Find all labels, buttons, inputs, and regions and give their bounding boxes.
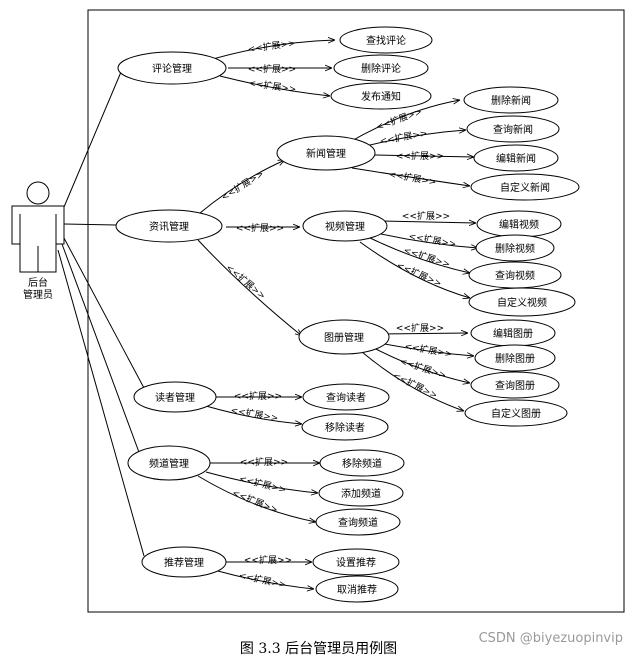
use-case-label: 发布通知 <box>361 90 401 103</box>
actor-body <box>11 205 65 273</box>
use-case-query-news: 查询新闻 <box>466 115 560 143</box>
use-case-label: 编辑新闻 <box>496 152 536 165</box>
use-case-delete-news: 删除新闻 <box>463 86 559 114</box>
use-case-delete-video: 删除视频 <box>475 234 555 262</box>
use-case-label: 自定义图册 <box>491 407 541 420</box>
extend-label: <<扩展>> <box>396 322 444 334</box>
extend-label: <<扩展>> <box>396 150 444 162</box>
extend-label: <<扩展>> <box>224 262 269 302</box>
extend-label: <<扩展>> <box>238 569 288 591</box>
use-case-label: 自定义新闻 <box>500 181 550 194</box>
use-case-edit-album: 编辑图册 <box>470 319 556 347</box>
use-case-reader: 读者管理 <box>133 381 217 413</box>
use-case-label: 读者管理 <box>155 391 195 404</box>
extend-label: <<扩展>> <box>404 340 454 360</box>
use-case-delete-album: 删除图册 <box>474 344 556 372</box>
use-case-label: 添加频道 <box>341 487 381 500</box>
watermark: CSDN @biyezuopinvip <box>478 631 623 646</box>
use-case-label: 查询读者 <box>326 391 366 404</box>
use-case-label: 移除频道 <box>342 457 382 470</box>
actor-label-line1: 后台 <box>28 276 48 289</box>
extend-label: <<扩展>> <box>219 168 266 204</box>
use-case-custom-news: 自定义新闻 <box>470 173 580 201</box>
extend-label: <<扩展>> <box>234 390 282 402</box>
use-case-video: 视频管理 <box>302 210 388 242</box>
use-case-label: 移除读者 <box>325 421 365 434</box>
use-case-add-channel: 添加频道 <box>318 479 404 507</box>
use-cases: 评论管理 查找评论 删除评论 发布通知 资讯管理 新闻管理 删除新闻 查询新闻 … <box>115 26 580 603</box>
extend-label: <<扩展>> <box>248 77 297 96</box>
use-case-info: 资讯管理 <box>115 209 223 243</box>
extend-label: <<扩展>> <box>408 230 458 250</box>
use-case-remove-channel: 移除频道 <box>319 449 405 477</box>
actor-head <box>26 181 50 205</box>
system-boundary <box>87 9 625 613</box>
use-case-label: 编辑图册 <box>493 327 533 340</box>
extend-labels: <<扩展>> <<扩展>> <<扩展>> <<扩展>> <<扩展>> <<扩展>… <box>219 37 457 591</box>
use-case-find-comment: 查找评论 <box>339 26 433 54</box>
use-case-label: 查询新闻 <box>493 123 533 136</box>
actor-admin: 后台 管理员 <box>11 181 65 301</box>
use-case-comment: 评论管理 <box>117 51 227 85</box>
use-case-query-reader: 查询读者 <box>302 383 390 411</box>
use-case-query-album: 查询图册 <box>470 371 560 399</box>
use-case-label: 取消推荐 <box>337 583 377 596</box>
use-case-label: 推荐管理 <box>164 556 204 569</box>
use-case-label: 图册管理 <box>324 331 364 344</box>
extend-arrows <box>197 40 478 589</box>
use-case-delete-comment: 删除评论 <box>333 54 429 82</box>
extend-label: <<扩展>> <box>244 554 292 566</box>
figure-caption: 图 3.3 后台管理员用例图 <box>239 641 398 657</box>
extend-label: <<扩展>> <box>240 456 288 468</box>
use-case-query-channel: 查询频道 <box>315 508 401 536</box>
use-case-label: 编辑视频 <box>499 218 539 231</box>
use-case-label: 评论管理 <box>152 62 192 75</box>
use-case-label: 删除新闻 <box>491 94 531 107</box>
use-case-label: 删除评论 <box>361 62 401 75</box>
use-case-custom-video: 自定义视频 <box>468 287 576 317</box>
use-case-label: 视频管理 <box>325 220 365 233</box>
use-case-edit-news: 编辑新闻 <box>473 144 559 172</box>
extend-label: <<扩展>> <box>236 222 284 234</box>
use-case-custom-album: 自定义图册 <box>464 399 568 427</box>
use-case-remove-reader: 移除读者 <box>301 413 389 441</box>
extend-label: <<扩展>> <box>388 168 438 188</box>
use-case-query-video: 查询视频 <box>468 261 562 289</box>
extend-label: <<扩展>> <box>248 63 296 75</box>
use-case-label: 新闻管理 <box>306 147 346 160</box>
use-case-album: 图册管理 <box>298 319 390 355</box>
extend-label: <<扩展>> <box>247 37 296 56</box>
extend-label: <<扩展>> <box>402 210 450 222</box>
use-case-cancel-recommend: 取消推荐 <box>315 575 399 603</box>
use-case-edit-video: 编辑视频 <box>476 210 562 238</box>
use-case-label: 查询频道 <box>338 516 378 529</box>
use-case-label: 删除视频 <box>495 242 535 255</box>
use-case-label: 查询视频 <box>495 269 535 282</box>
use-case-label: 频道管理 <box>149 457 189 470</box>
use-case-label: 资讯管理 <box>149 220 189 233</box>
associations <box>57 71 145 557</box>
use-case-news: 新闻管理 <box>276 135 376 171</box>
use-case-publish-notice: 发布通知 <box>330 82 432 110</box>
use-case-recommend: 推荐管理 <box>141 546 227 578</box>
use-case-channel: 频道管理 <box>127 445 211 481</box>
use-case-label: 查询图册 <box>495 379 535 392</box>
actor-label-line2: 管理员 <box>23 288 53 301</box>
extend-label: <<扩展>> <box>230 404 280 424</box>
use-case-set-recommend: 设置推荐 <box>312 548 400 576</box>
use-case-label: 删除图册 <box>495 352 535 365</box>
use-case-label: 查找评论 <box>366 34 406 47</box>
use-case-label: 设置推荐 <box>336 556 376 569</box>
use-case-label: 自定义视频 <box>497 296 547 309</box>
